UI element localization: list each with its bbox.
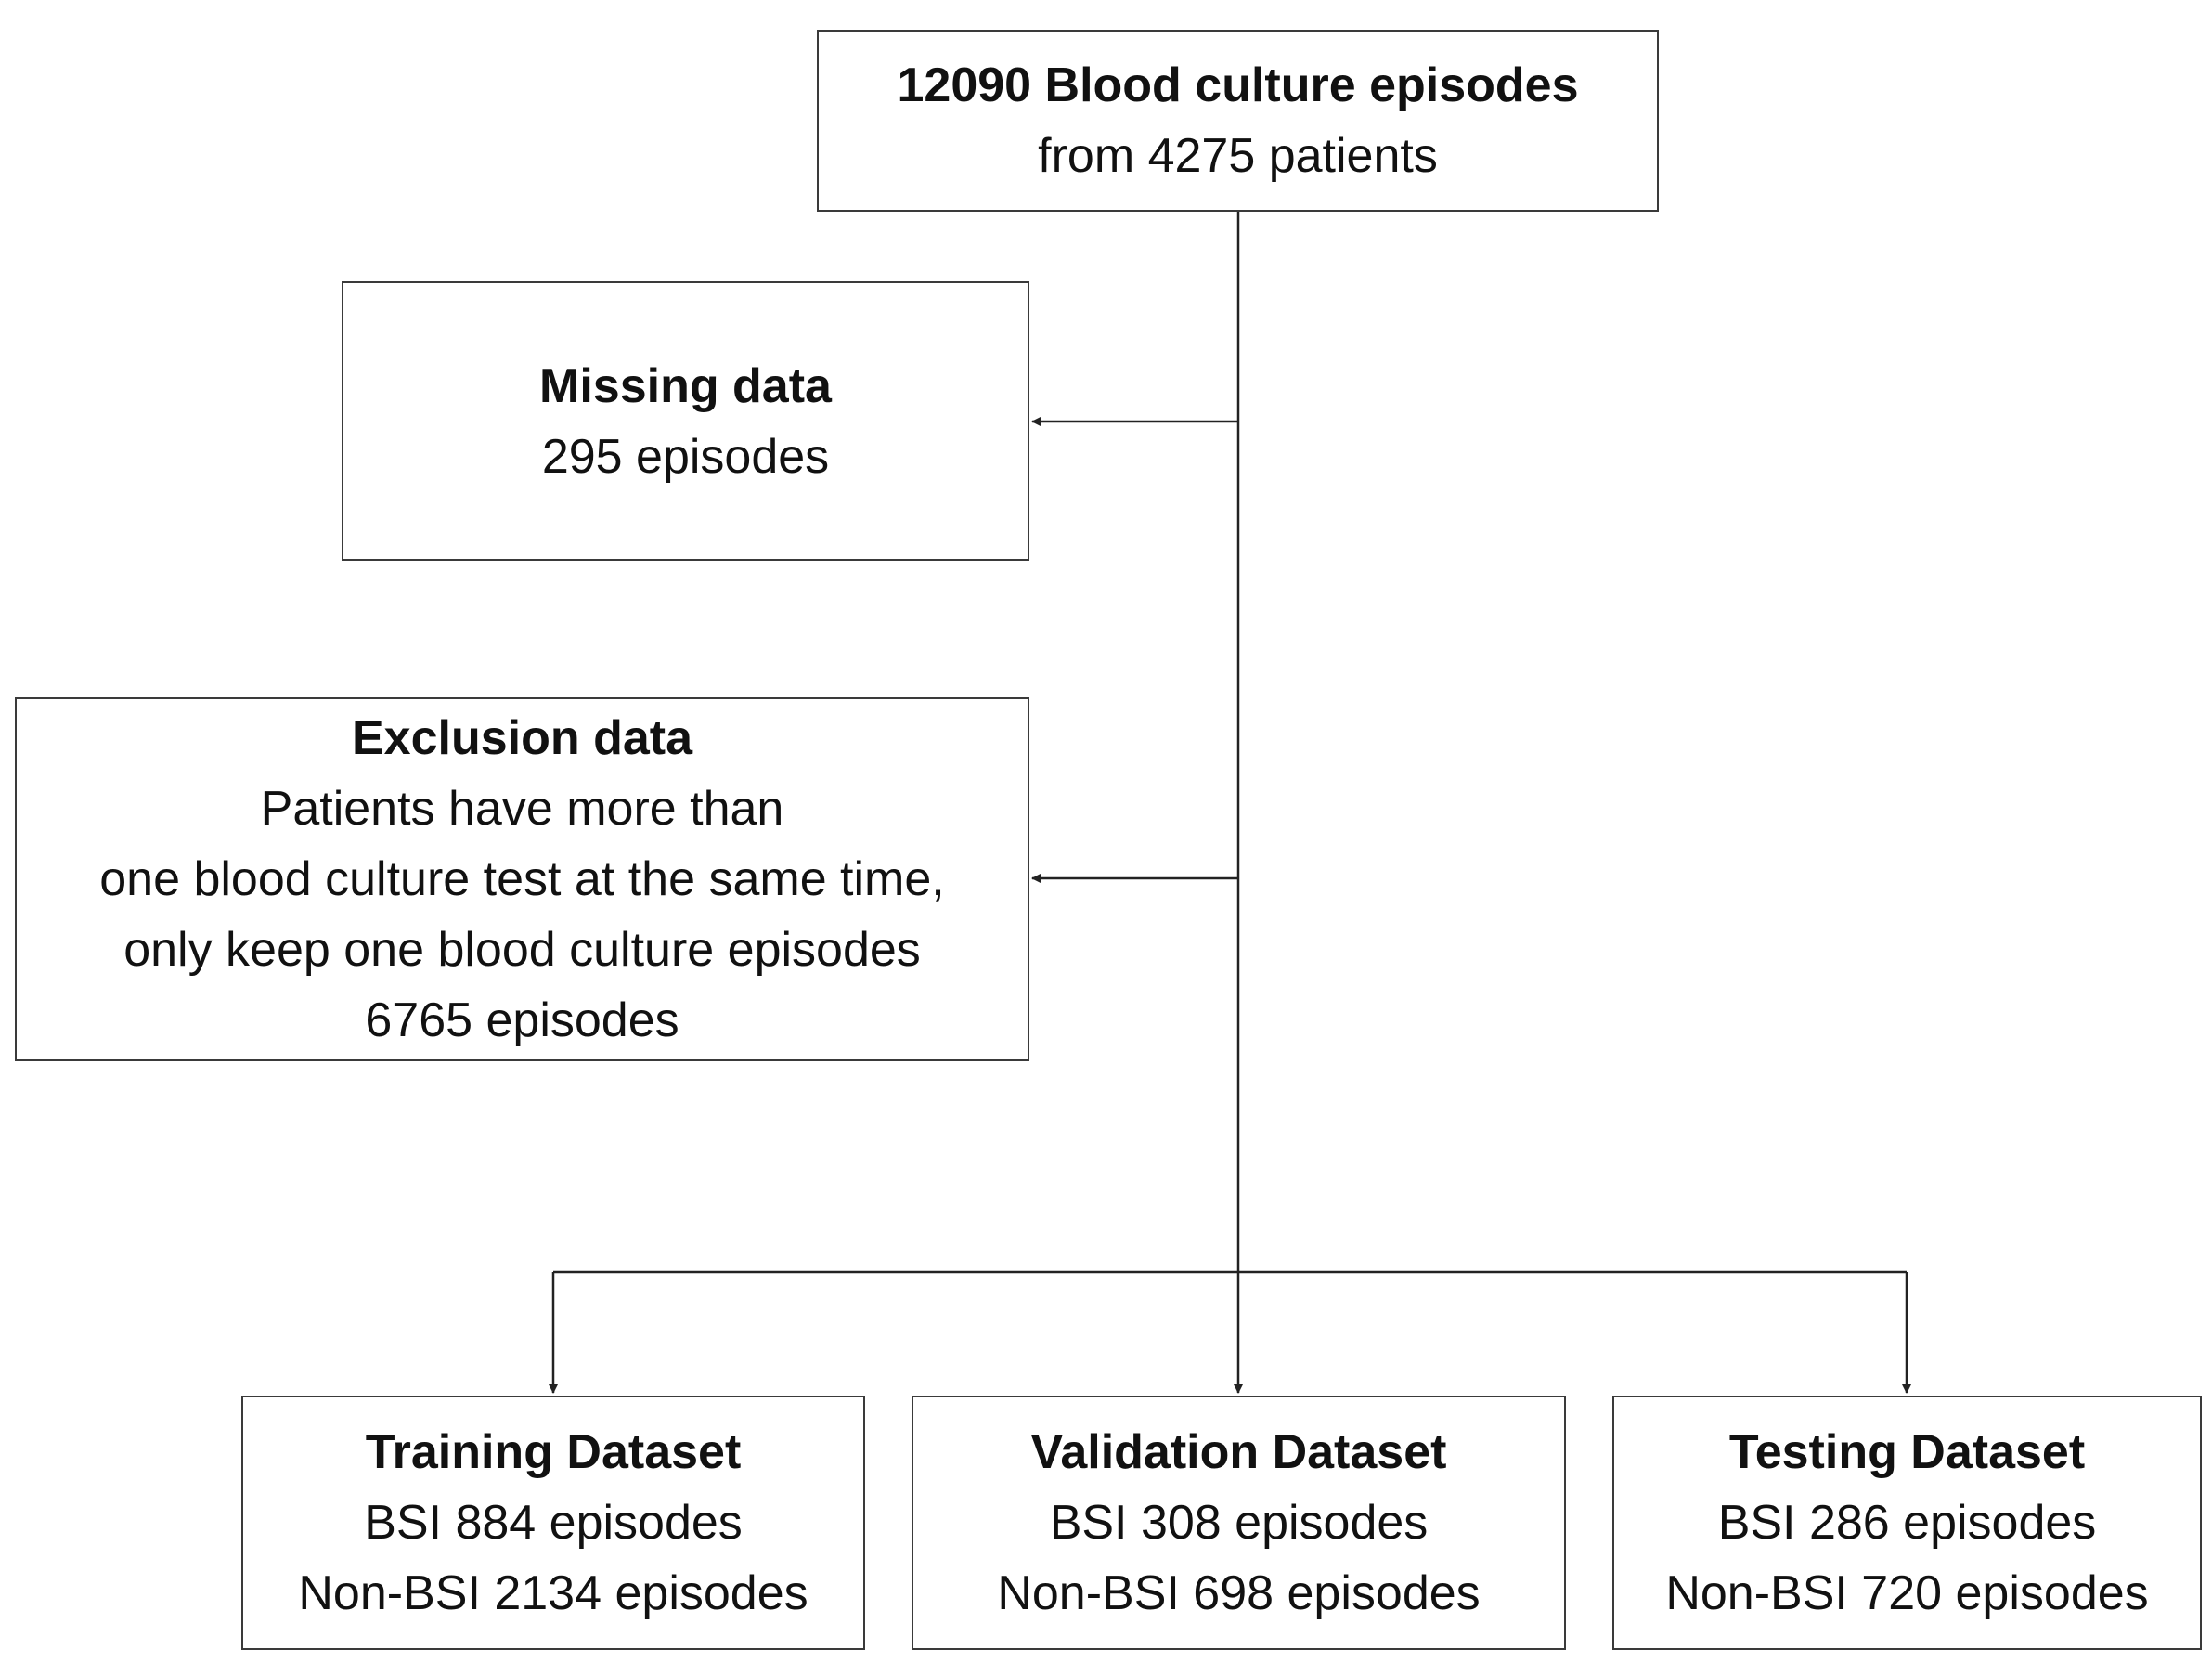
exclusion-line: Patients have more than	[260, 782, 784, 836]
missing-data-count: 295 episodes	[541, 429, 830, 484]
validation-dataset-box: Validation Dataset BSI 308 episodes Non-…	[912, 1396, 1566, 1650]
training-dataset-box: Training Dataset BSI 884 episodes Non-BS…	[241, 1396, 865, 1650]
source-subtitle: from 4275 patients	[1038, 129, 1438, 183]
source-box: 12090 Blood culture episodes from 4275 p…	[817, 30, 1659, 212]
validation-bsi-count: BSI 308 episodes	[1049, 1496, 1429, 1550]
exclusion-line: only keep one blood culture episodes	[123, 923, 921, 977]
training-non-bsi-count: Non-BSI 2134 episodes	[298, 1566, 808, 1620]
training-dataset-title: Training Dataset	[365, 1425, 742, 1479]
testing-dataset-title: Testing Dataset	[1728, 1425, 2086, 1479]
exclusion-count: 6765 episodes	[365, 993, 679, 1047]
testing-non-bsi-count: Non-BSI 720 episodes	[1665, 1566, 2149, 1620]
training-bsi-count: BSI 884 episodes	[364, 1496, 743, 1550]
missing-data-box: Missing data 295 episodes	[342, 281, 1029, 561]
source-title: 12090 Blood culture episodes	[897, 58, 1579, 112]
validation-dataset-title: Validation Dataset	[1030, 1425, 1447, 1479]
missing-data-title: Missing data	[539, 358, 832, 413]
testing-dataset-box: Testing Dataset BSI 286 episodes Non-BSI…	[1612, 1396, 2202, 1650]
exclusion-line: one blood culture test at the same time,	[99, 852, 945, 906]
validation-non-bsi-count: Non-BSI 698 episodes	[997, 1566, 1481, 1620]
testing-bsi-count: BSI 286 episodes	[1717, 1496, 2097, 1550]
exclusion-data-box: Exclusion data Patients have more than o…	[15, 697, 1029, 1061]
exclusion-data-title: Exclusion data	[352, 711, 692, 765]
